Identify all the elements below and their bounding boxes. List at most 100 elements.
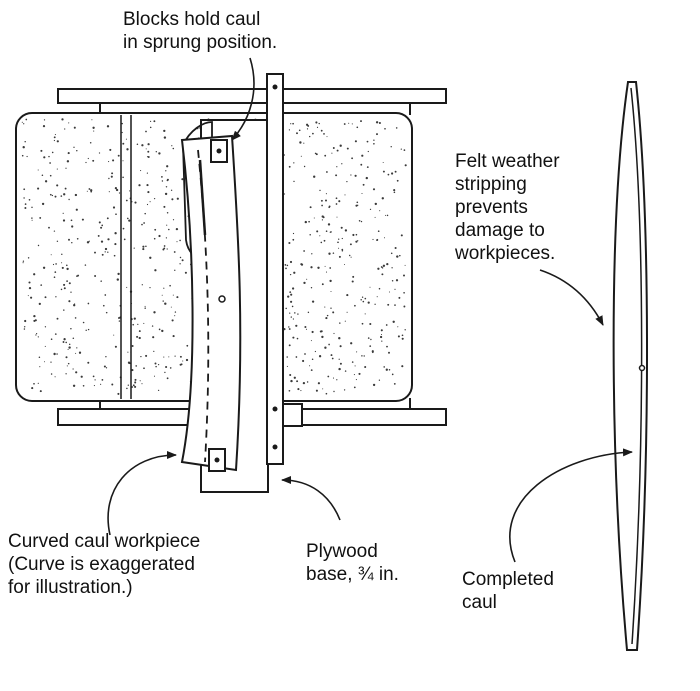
- felt-speck: [112, 206, 116, 209]
- felt-speck: [344, 370, 347, 372]
- felt-speck: [140, 355, 142, 358]
- felt-speck: [70, 219, 73, 222]
- felt-speck: [325, 317, 328, 320]
- felt-speck: [378, 121, 381, 125]
- felt-speck: [117, 392, 120, 395]
- felt-speck: [361, 154, 364, 157]
- felt-speck: [118, 192, 121, 194]
- felt-speck: [164, 192, 168, 196]
- felt-speck: [91, 119, 93, 121]
- felt-speck: [80, 375, 83, 378]
- felt-speck: [149, 286, 151, 289]
- felt-speck: [68, 238, 70, 241]
- felt-speck: [351, 280, 354, 283]
- felt-speck: [56, 184, 59, 187]
- felt-speck: [136, 335, 139, 338]
- felt-speck: [311, 300, 315, 303]
- felt-speck: [144, 307, 146, 309]
- felt-speck: [61, 266, 64, 269]
- completed-caul-label: Completed caul: [462, 568, 554, 614]
- felt-speck: [133, 247, 135, 249]
- felt-speck: [49, 162, 51, 164]
- felt-speck: [371, 351, 374, 354]
- felt-speck: [354, 140, 357, 143]
- felt-speck: [326, 136, 328, 138]
- felt-speck: [395, 279, 399, 282]
- felt-speck: [76, 347, 78, 349]
- felt-speck: [72, 337, 75, 339]
- felt-speck: [141, 144, 144, 147]
- felt-speck: [396, 255, 399, 258]
- felt-speck: [166, 248, 168, 250]
- felt-speck: [163, 287, 165, 289]
- felt-speck: [373, 139, 375, 141]
- felt-speck: [288, 241, 291, 245]
- felt-speck: [50, 254, 52, 256]
- felt-speck: [284, 264, 287, 266]
- felt-speck: [309, 365, 311, 367]
- felt-speck: [149, 126, 152, 129]
- felt-speck: [358, 372, 361, 375]
- felt-speck: [321, 219, 324, 221]
- felt-speck: [322, 216, 325, 219]
- felt-speck: [375, 121, 379, 124]
- felt-speck: [61, 262, 63, 264]
- felt-speck: [321, 204, 323, 207]
- felt-speck: [313, 217, 315, 219]
- felt-speck: [65, 356, 68, 359]
- felt-speck: [97, 234, 100, 237]
- felt-speck: [302, 359, 305, 363]
- felt-speck: [141, 383, 143, 385]
- felt-speck: [338, 200, 341, 203]
- felt-speck: [137, 323, 139, 326]
- felt-speck: [132, 323, 135, 326]
- felt-speck: [162, 300, 164, 302]
- felt-speck: [391, 280, 394, 282]
- felt-speck: [43, 361, 46, 363]
- felt-speck: [293, 162, 295, 164]
- felt-speck: [338, 238, 340, 240]
- felt-speck: [71, 225, 74, 228]
- felt-speck: [288, 129, 291, 131]
- felt-speck: [380, 333, 383, 336]
- felt-speck: [154, 269, 157, 272]
- felt-speck: [127, 351, 129, 353]
- felt-speck: [28, 281, 31, 284]
- felt-speck: [369, 208, 372, 211]
- felt-speck: [94, 275, 97, 277]
- felt-speck: [166, 211, 169, 214]
- felt-speck: [23, 197, 25, 199]
- felt-speck: [353, 386, 356, 389]
- felt-speck: [75, 371, 78, 374]
- felt-speck: [385, 324, 388, 326]
- felt-speck: [53, 139, 55, 142]
- felt-speck: [147, 150, 150, 153]
- felt-speck: [21, 154, 24, 157]
- felt-speck: [332, 252, 335, 254]
- felt-speck: [290, 300, 293, 303]
- felt-speck: [24, 207, 27, 209]
- felt-speck: [86, 241, 90, 244]
- felt-speck: [385, 368, 388, 371]
- felt-speck: [161, 180, 164, 182]
- felt-speck: [356, 201, 359, 204]
- felt-speck: [346, 311, 348, 313]
- felt-speck: [339, 345, 342, 348]
- felt-speck: [53, 352, 56, 356]
- felt-speck: [323, 133, 325, 135]
- felt-speck: [302, 381, 306, 385]
- felt-speck: [310, 369, 313, 371]
- felt-speck: [94, 251, 96, 254]
- felt-speck: [129, 190, 131, 192]
- felt-speck: [170, 306, 172, 308]
- felt-speck: [24, 319, 27, 323]
- felt-speck: [153, 311, 156, 314]
- leader-lines: [107, 57, 633, 563]
- felt-speck: [378, 379, 381, 381]
- felt-speck: [350, 256, 352, 258]
- felt-speck: [121, 131, 123, 134]
- felt-speck: [68, 122, 70, 124]
- felt-speck: [21, 121, 23, 123]
- felt-speck: [288, 165, 291, 168]
- felt-speck: [28, 198, 31, 201]
